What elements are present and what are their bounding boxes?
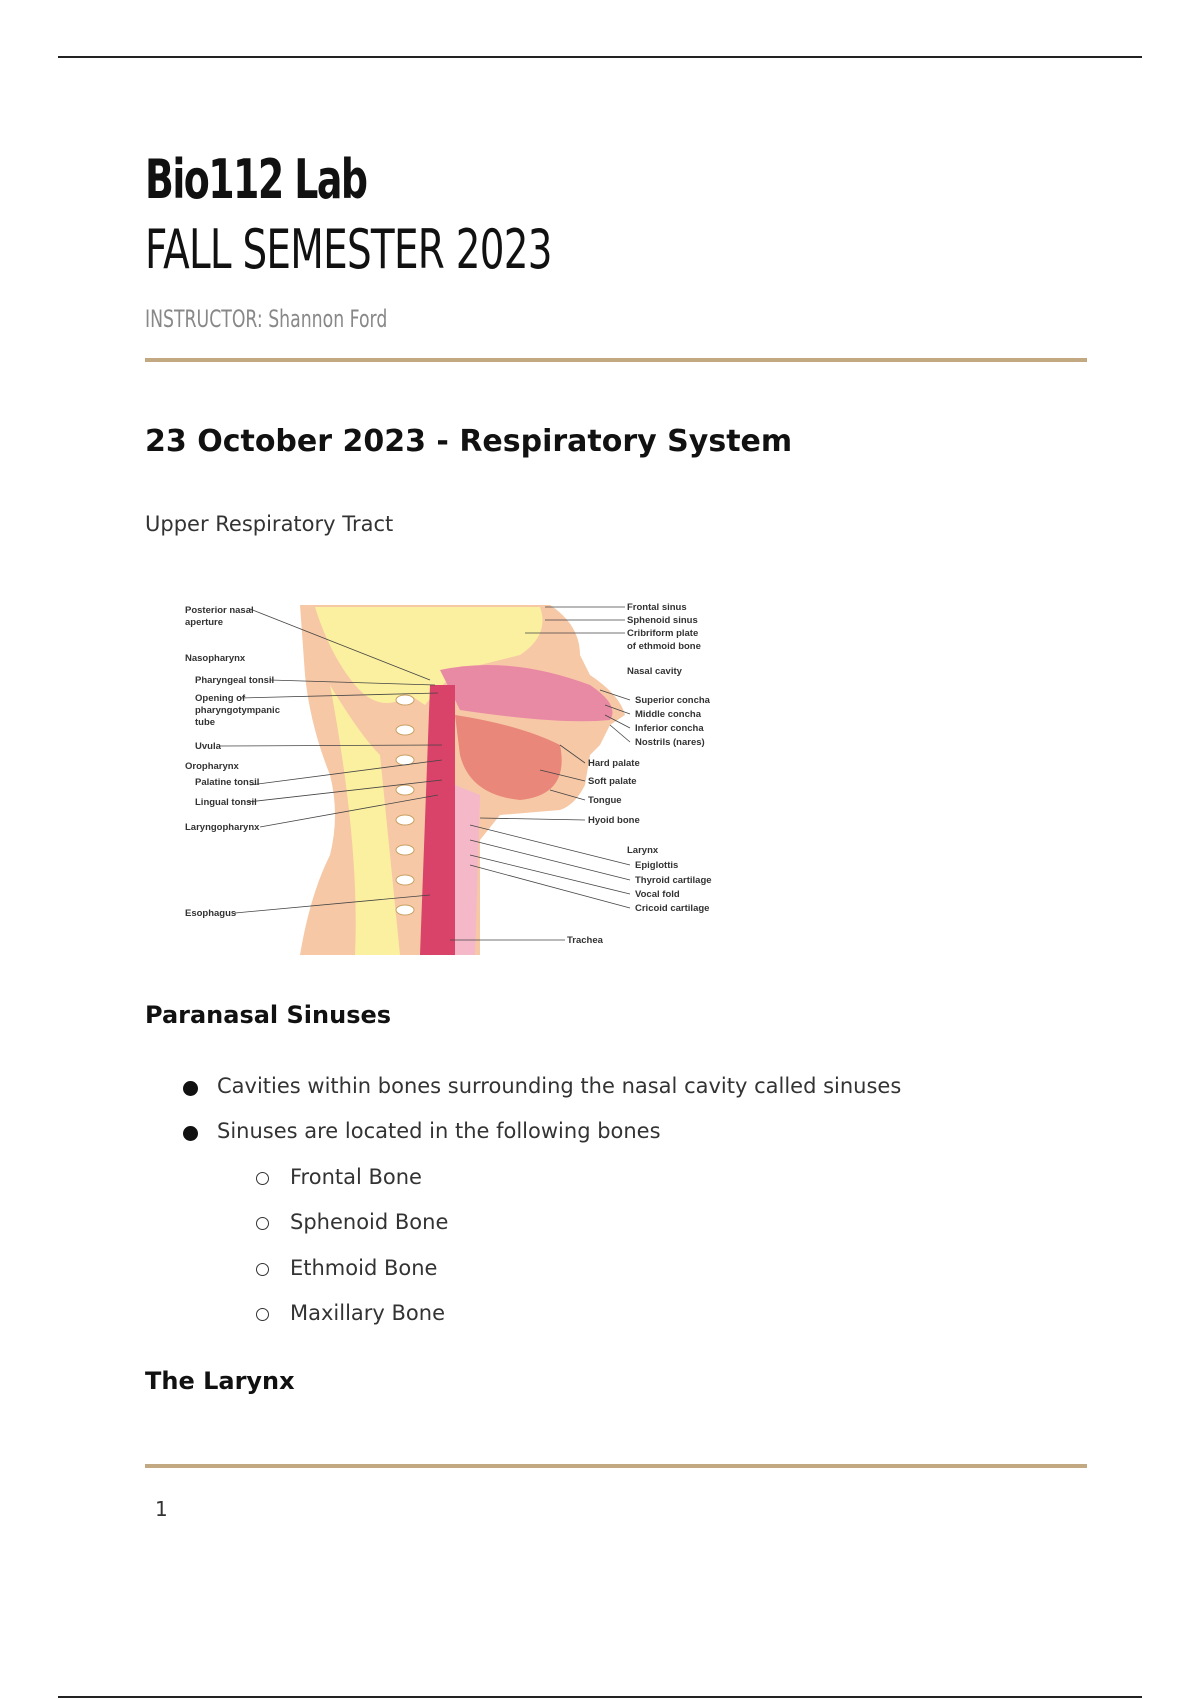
footer-divider <box>145 1464 1087 1468</box>
section-intro: Upper Respiratory Tract <box>145 512 394 536</box>
upper-respiratory-tract-diagram: Posterior nasal aperture Nasopharynx Pha… <box>185 602 712 955</box>
diagram-label: Laryngopharynx <box>185 822 260 833</box>
circle-bullet-icon <box>256 1263 269 1276</box>
diagram-label: Cribriform plate <box>627 628 698 639</box>
diagram-label: Posterior nasal <box>185 605 254 616</box>
brain-region <box>315 607 543 705</box>
diagram-label: Uvula <box>195 741 222 752</box>
bullet-icon <box>183 1081 198 1096</box>
diagram-label: of ethmoid bone <box>627 641 701 652</box>
diagram-label: Esophagus <box>185 908 236 919</box>
tongue <box>455 715 562 800</box>
diagram-label: Oropharynx <box>185 761 240 772</box>
sub-list-item: Maxillary Bone <box>290 1301 446 1325</box>
diagram-label: Pharyngeal tonsil <box>195 675 274 686</box>
bottom-border-line <box>58 1696 1142 1698</box>
section-heading: 23 October 2023 - Respiratory System <box>145 424 793 459</box>
right-labels: Frontal sinus Sphenoid sinus Cribriform … <box>567 602 712 946</box>
left-labels: Posterior nasal aperture Nasopharynx Pha… <box>185 605 280 919</box>
sub-list-item: Ethmoid Bone <box>290 1256 438 1280</box>
diagram-label: Hyoid bone <box>588 815 640 826</box>
larynx-heading: The Larynx <box>145 1367 295 1395</box>
list-item: Cavities within bones surrounding the na… <box>217 1074 902 1098</box>
nasal-cavity <box>440 665 613 722</box>
diagram-label: Nasal cavity <box>627 666 683 677</box>
diagram-label: Frontal sinus <box>627 602 687 613</box>
diagram-label: Nostrils (nares) <box>635 737 705 748</box>
sub-list-item: Sphenoid Bone <box>290 1210 449 1234</box>
diagram-label: Opening of <box>195 693 246 704</box>
diagram-label: Inferior concha <box>635 723 704 734</box>
document-subtitle: FALL SEMESTER 2023 <box>145 218 553 281</box>
diagram-label: Sphenoid sinus <box>627 615 698 626</box>
diagram-label: Nasopharynx <box>185 653 246 664</box>
list-item: Sinuses are located in the following bon… <box>217 1119 661 1143</box>
diagram-label: tube <box>195 717 215 728</box>
pharynx <box>420 685 455 955</box>
diagram-label: Middle concha <box>635 709 702 720</box>
circle-bullet-icon <box>256 1217 269 1230</box>
header-divider <box>145 358 1087 362</box>
circle-bullet-icon <box>256 1308 269 1321</box>
diagram-label: Lingual tonsil <box>195 797 257 808</box>
diagram-label: Superior concha <box>635 695 711 706</box>
neck-region <box>330 685 400 955</box>
diagram-label: aperture <box>185 617 223 628</box>
diagram-label: Palatine tonsil <box>195 777 259 788</box>
bullet-icon <box>183 1126 198 1141</box>
diagram-label: Epiglottis <box>635 860 678 871</box>
diagram-label: Tongue <box>588 795 622 806</box>
diagram-label: Soft palate <box>588 776 637 787</box>
circle-bullet-icon <box>256 1172 269 1185</box>
diagram-label: Thyroid cartilage <box>635 875 712 886</box>
larynx-trachea <box>455 785 480 955</box>
diagram-label: Vocal fold <box>635 889 680 900</box>
diagram-label: pharyngotympanic <box>195 705 280 716</box>
document-title: Bio112 Lab <box>145 148 368 211</box>
diagram-label: Cricoid cartilage <box>635 903 709 914</box>
paranasal-sinuses-heading: Paranasal Sinuses <box>145 1001 392 1029</box>
diagram-label: Hard palate <box>588 758 640 769</box>
sub-list-item: Frontal Bone <box>290 1165 422 1189</box>
instructor-line: INSTRUCTOR: Shannon Ford <box>145 305 388 333</box>
diagram-label: Larynx <box>627 845 659 856</box>
top-border-line <box>58 56 1142 58</box>
diagram-label: Trachea <box>567 935 604 946</box>
page-number: 1 <box>155 1497 168 1521</box>
